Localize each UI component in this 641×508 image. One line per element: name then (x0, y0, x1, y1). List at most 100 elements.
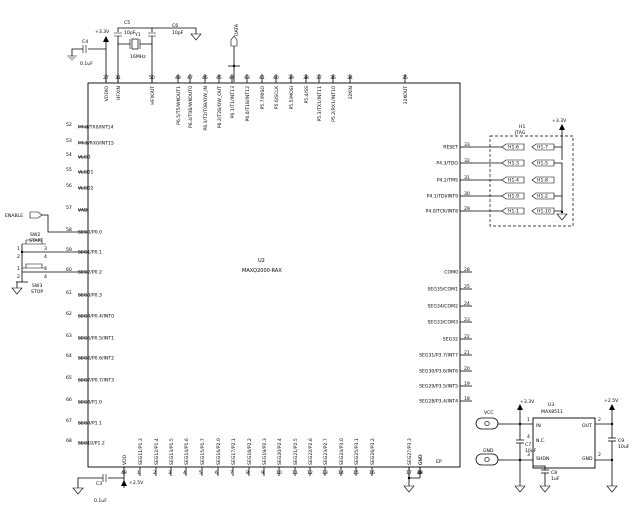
jtag-pin-icon (501, 176, 525, 184)
c9-ref: C9 (618, 438, 624, 444)
pin-number: 29 (464, 206, 470, 212)
u3-nc-label: N.C. (536, 438, 546, 444)
pin-number: 23 (464, 317, 470, 323)
pin-number: 55 (66, 167, 72, 173)
u3-out-num: 2 (598, 417, 601, 423)
pin-number: 28 (464, 267, 470, 273)
pin-label: SEG6/P0.6/INT2 (78, 356, 114, 362)
c9-value: 10uF (618, 444, 630, 450)
ground-icon-8 (539, 485, 551, 493)
pin-label: COM0 (444, 270, 458, 276)
jtag-pin-icon (531, 176, 555, 184)
jtag-pin-label-right: H1-10 (537, 209, 551, 215)
pin-number: 21 (464, 350, 470, 356)
jtag-pin-icon (501, 192, 525, 200)
jtag-pin-label: H1-1 (508, 209, 519, 215)
pin-label: P5.5/MOSI (289, 86, 295, 109)
pin-number: 22 (464, 334, 470, 340)
pin-label: SEG20/P2.4 (277, 438, 283, 465)
jtag-pin-icon (501, 143, 525, 151)
u3-part: MAX8511 (541, 409, 563, 415)
pin-label: SEG2/P0.2 (78, 270, 102, 276)
pin-label: SEG30/P3.6/INT6 (419, 369, 458, 375)
pin-number: 44 (229, 75, 235, 81)
pin-number: 46 (202, 75, 208, 81)
jtag-name: JTAG (514, 130, 526, 136)
pin-number: 8 (246, 470, 249, 476)
c3-value: 0.1uF (94, 498, 107, 504)
pin-label: P4.3/TDO (436, 161, 458, 167)
jtag-pin-label: H1-6 (508, 145, 519, 151)
sw2-pin2: 2 (17, 254, 20, 260)
sw3-pin3: 3 (44, 266, 47, 272)
pin-label: SEG16/P2.0 (216, 438, 222, 465)
sw2-pin3: 3 (44, 246, 47, 252)
ic-gnd-section (403, 467, 421, 493)
pin-label: SEG26/P3.2 (370, 438, 376, 465)
pin-number: 45 (216, 75, 222, 81)
pin-number: 41 (259, 75, 265, 81)
pin-number: 52 (66, 122, 72, 128)
gnd-conn-label: GND (483, 448, 494, 454)
pin-number: 59 (66, 247, 72, 253)
pin-label: SEG0/P0.0 (78, 230, 102, 236)
u3-in-num: 1 (527, 417, 530, 423)
ic-u2-right-pins: 33RESET32P4.3/TDO31P4.2/TMS30P4.1/TDI/IN… (419, 142, 472, 405)
ground-icon-6 (556, 213, 568, 221)
supply-arrow-icon-3 (559, 124, 565, 130)
pin-label: P5.2/RX1/INT10 (331, 86, 337, 122)
ic-u2-ep-label: EP (436, 459, 442, 465)
data-connector-icon (230, 35, 238, 47)
data-net-label: DATA (234, 23, 240, 36)
pin-label: GND (418, 454, 424, 465)
pin-label: SEG29/P3.5/INT5 (419, 384, 458, 390)
pin-number: 19 (464, 381, 470, 387)
enable-net-label: ENABLE (5, 213, 23, 219)
pin-label: SEG1/P0.1 (78, 250, 102, 256)
c6-ref: C6 (172, 23, 178, 29)
pin-label: SEG27/P3.3 (407, 438, 413, 465)
c5-value: 10pF (124, 30, 136, 36)
pin-number: 40 (273, 75, 279, 81)
c8-ref: C8 (551, 470, 557, 476)
u3-gnd-label: GND (582, 456, 593, 462)
pin-label: SEG34/COM2 (428, 304, 459, 310)
pin-label: SEG24/P3.0 (339, 438, 345, 465)
pin-label: SEG7/P0.7/INT3 (78, 378, 114, 384)
ic-u2-top-pins: 27VDDIO31HFXIN50HFXOUT48P6.5/T5/WKOUT147… (103, 74, 409, 131)
pin-label: SEG23/P2.7 (323, 438, 329, 465)
pin-label: P5.4/SS (304, 86, 310, 104)
supply-arrow-icon (103, 36, 109, 42)
pin-number: 66 (66, 397, 72, 403)
pin-label: SEG25/P3.1 (354, 438, 360, 465)
u3-supply-in-label: +3.3V (520, 399, 535, 405)
pin-label: SEG22/P2.6 (308, 438, 314, 465)
supply-arrow-icon-2 (121, 480, 127, 486)
pin-label: SEG5/P0.5/INT1 (78, 336, 114, 342)
pin-number: 54 (66, 152, 72, 158)
c7-ref: C7 (525, 442, 531, 448)
pin-number: 9 (261, 470, 264, 476)
pin-label: SEG32 (443, 337, 458, 343)
pin-label: P6.0/T1B/INT12 (245, 86, 251, 122)
pin-number: 7 (230, 470, 233, 476)
supply-arrow-icon-4 (517, 404, 523, 410)
pin-label: P5.6/SCLK (274, 85, 280, 109)
jtag-pin-label-right: H1-2 (537, 194, 548, 200)
pin-number: 14 (338, 470, 344, 476)
u3-shdn-label: SHDN (536, 456, 549, 462)
u3-in-label: IN (536, 423, 541, 429)
sw3-pin2: 2 (17, 274, 20, 280)
c7-value: 10uF (525, 448, 537, 454)
pin-label: VDD (122, 454, 128, 465)
pin-number: 10 (276, 470, 282, 476)
pin-number: 20 (464, 366, 470, 372)
switch-section: SW2 START 1 2 3 4 SW3 STOP 1 2 3 4 (11, 232, 88, 295)
pin-number: 68 (66, 438, 72, 444)
pin-label: SEG33/COM3 (428, 320, 459, 326)
pin-label: SEG10/P1.2 (78, 441, 105, 447)
jtag-pin-label: H1-3 (508, 161, 519, 167)
pin-label: SEG35/COM1 (428, 287, 459, 293)
